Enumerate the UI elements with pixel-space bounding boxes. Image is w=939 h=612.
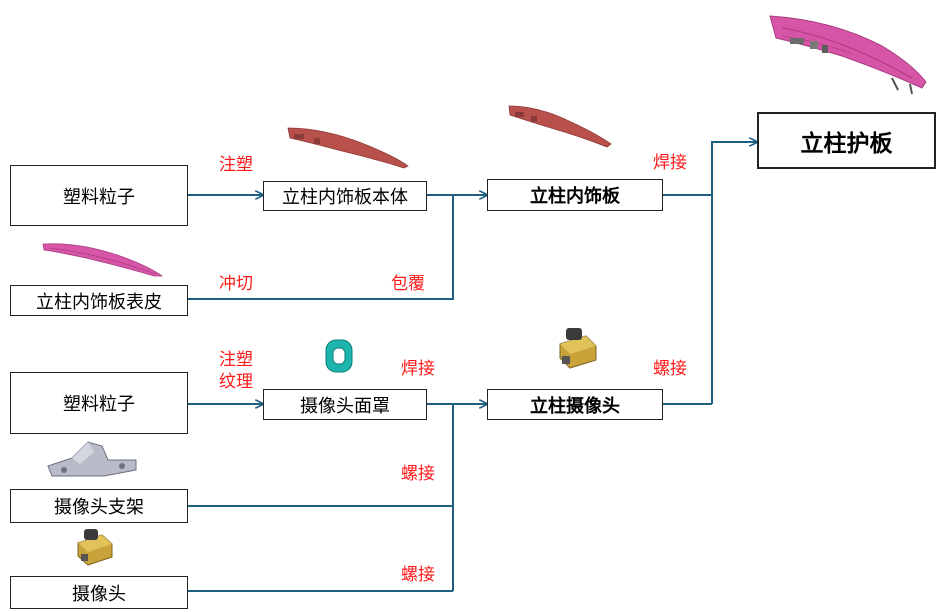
node-label: 摄像头支架 — [54, 497, 144, 518]
node-plastic-pellets-top: 塑料粒子 — [10, 165, 188, 226]
bracket-image — [47, 441, 137, 477]
node-trim-body: 立柱内饰板本体 — [263, 181, 427, 211]
camera-cover-image — [325, 339, 353, 373]
node-label: 摄像头面罩 — [300, 395, 390, 417]
process-label-weld-top: 焊接 — [653, 153, 687, 173]
node-trim-skin: 立柱内饰板表皮 — [10, 285, 188, 316]
node-pillar-camera: 立柱摄像头 — [487, 389, 663, 420]
pillar-panel-image — [769, 15, 927, 95]
node-plastic-pellets-bottom: 塑料粒子 — [10, 372, 188, 434]
process-label-screw-pillar-camera: 螺接 — [653, 359, 687, 379]
trim-body-image — [287, 127, 409, 169]
process-label-punch: 冲切 — [219, 274, 253, 294]
node-pillar-panel: 立柱护板 — [757, 112, 936, 169]
process-label-screw-camera: 螺接 — [401, 565, 435, 585]
node-label: 塑料粒子 — [63, 394, 135, 415]
process-label-wrap: 包覆 — [391, 274, 425, 294]
node-label: 立柱内饰板 — [530, 186, 620, 207]
node-label: 立柱内饰板表皮 — [36, 291, 162, 313]
process-label-screw-bracket: 螺接 — [401, 464, 435, 484]
line-panel-trunk — [711, 142, 757, 404]
camera-image — [77, 529, 113, 566]
process-label-injection: 注塑 — [219, 155, 253, 175]
inner-trim-image — [508, 105, 612, 148]
node-label: 立柱护板 — [800, 130, 893, 157]
node-label: 立柱内饰板本体 — [282, 187, 408, 208]
node-inner-trim: 立柱内饰板 — [487, 179, 663, 211]
node-camera-cover: 摄像头面罩 — [263, 389, 427, 420]
line-skin-to-junction — [188, 195, 454, 300]
pillar-camera-image — [559, 328, 597, 369]
node-camera-bracket: 摄像头支架 — [10, 489, 188, 523]
node-label: 立柱摄像头 — [530, 395, 620, 417]
node-label: 摄像头 — [72, 583, 126, 605]
process-label-injection-2: 注塑 — [219, 350, 253, 370]
skin-image — [42, 243, 164, 277]
process-label-texture: 纹理 — [219, 372, 253, 392]
node-label: 塑料粒子 — [63, 186, 135, 208]
node-camera: 摄像头 — [10, 576, 188, 609]
process-label-weld-bottom: 焊接 — [401, 359, 435, 379]
